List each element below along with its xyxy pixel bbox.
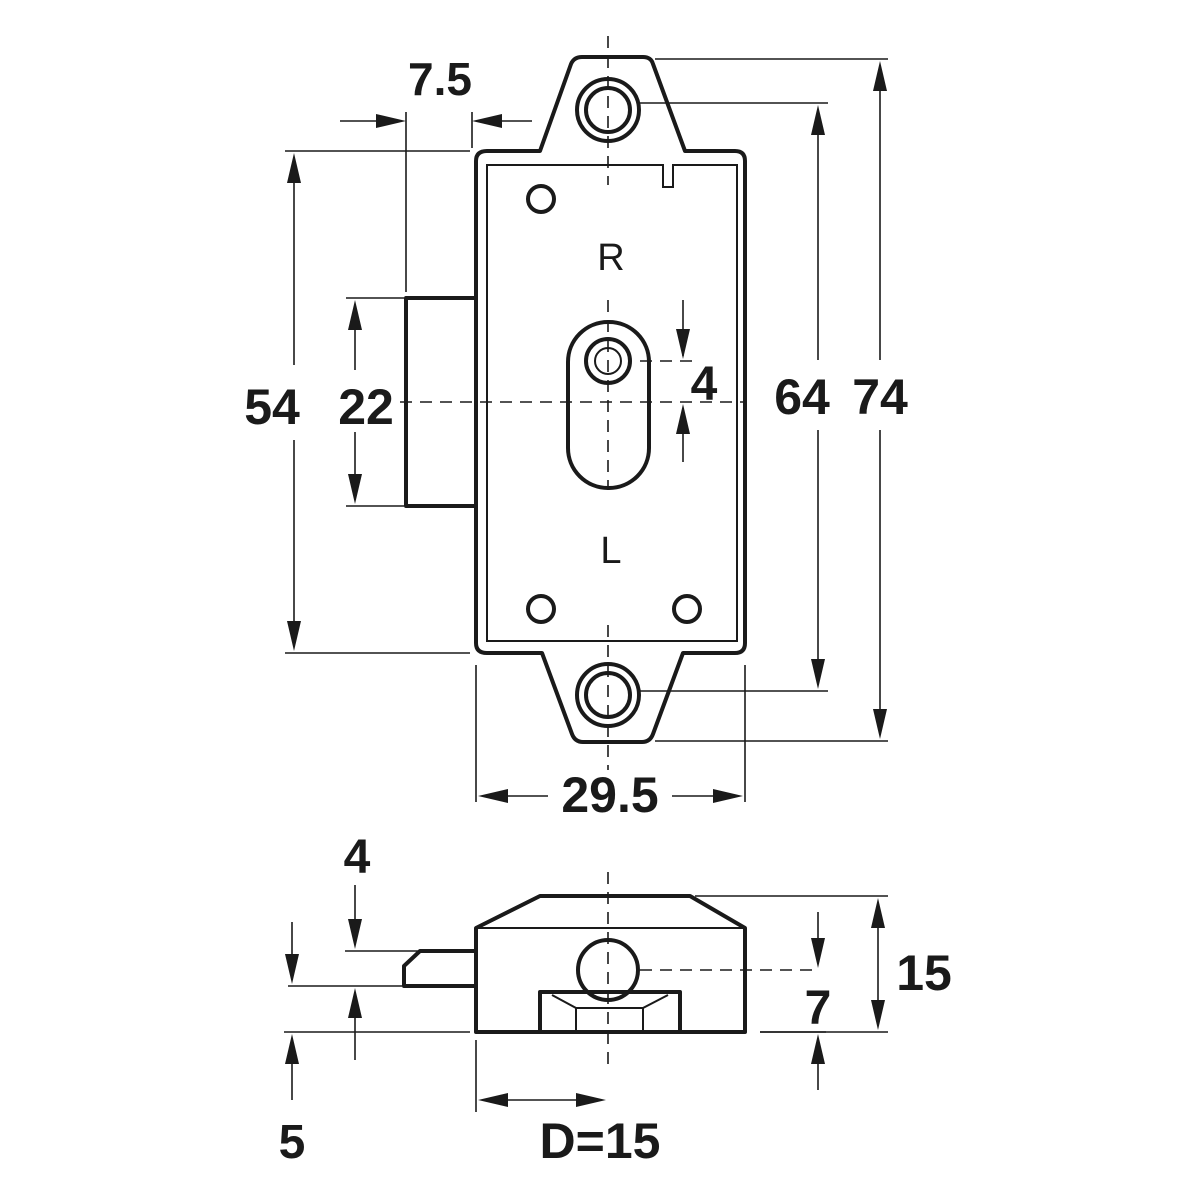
- side-seat: [538, 990, 682, 1032]
- dim-case-width: 29.5: [561, 767, 658, 823]
- side-dimensions: 4 5 D=15 7 15: [279, 831, 952, 1169]
- dim-overall-height: 74: [852, 369, 908, 425]
- dim-bolt-base: 5: [279, 1116, 306, 1169]
- side-body: [474, 894, 747, 1034]
- dim-bolt-height: 22: [338, 379, 394, 435]
- side-view: [402, 872, 820, 1070]
- rivet-hole-bottom-right: [672, 594, 702, 624]
- right-mark: R: [597, 237, 624, 279]
- dim-bolt-throw: 4: [344, 831, 371, 884]
- dim-screw-centers: 64: [774, 369, 830, 425]
- dim-depth: 15: [896, 945, 952, 1001]
- rivet-hole-top-left: [526, 184, 556, 214]
- dim-backset: D=15: [540, 1113, 661, 1169]
- rivet-hole-bottom-left: [526, 594, 556, 624]
- side-seat-inner: [551, 994, 669, 1030]
- side-bolt: [402, 949, 476, 988]
- front-view: R L: [400, 36, 747, 770]
- dim-slot-offset: 4: [691, 358, 718, 411]
- dim-key-height: 7: [805, 982, 832, 1035]
- case-outline: [474, 55, 747, 744]
- dim-case-height: 54: [244, 379, 300, 435]
- front-dimensions: 7.5 54 22 4 64: [244, 53, 908, 823]
- left-mark: L: [600, 530, 621, 572]
- dim-bolt-offset: 7.5: [408, 53, 472, 105]
- inner-plate: [486, 164, 738, 642]
